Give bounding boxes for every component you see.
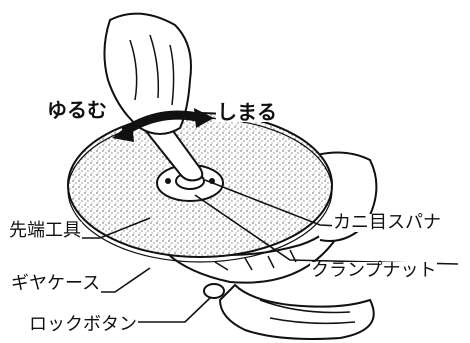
rotation-arrow-head-left	[112, 122, 134, 142]
label-gear-case: ギヤケース	[10, 273, 102, 294]
lower-hand	[218, 283, 375, 340]
upper-hand	[103, 12, 192, 135]
label-wrench: カニ目スパナ	[332, 212, 442, 233]
clamp-nut-pin-hole	[165, 178, 171, 184]
label-tighten: しまる	[216, 100, 278, 124]
lower-hand-fingers	[259, 299, 356, 325]
label-tip-tool: 先端工具	[8, 220, 82, 241]
upper-hand-fingers	[129, 34, 175, 106]
label-loosen: ゆるむ	[46, 98, 108, 122]
rotation-arrow-head-right	[194, 108, 214, 128]
label-clamp-nut: クランプナット	[310, 260, 438, 281]
label-lock-button: ロックボタン	[28, 314, 138, 335]
lock-button	[203, 283, 225, 299]
gear-case-ribs	[214, 249, 297, 271]
